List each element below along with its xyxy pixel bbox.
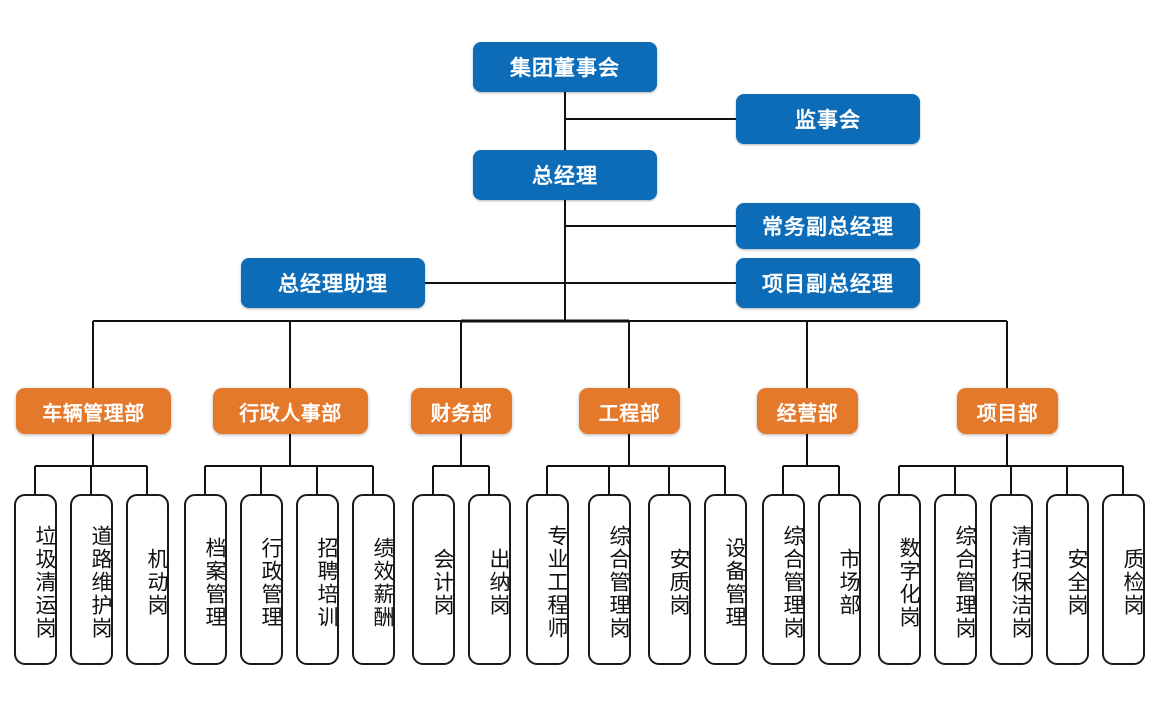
node-general-manager[interactable]: 总经理 — [473, 150, 657, 200]
node-position-quality-inspection[interactable]: 质检岗 — [1102, 494, 1145, 665]
node-position-admin-management[interactable]: 行政管理 — [240, 494, 283, 665]
node-position-cashier[interactable]: 出纳岗 — [468, 494, 511, 665]
node-position-garbage-transport[interactable]: 垃圾清运岗 — [14, 494, 57, 665]
node-general-manager-assistant[interactable]: 总经理助理 — [241, 258, 425, 308]
node-position-project-general-admin[interactable]: 综合管理岗 — [934, 494, 977, 665]
node-project-vice-general-manager[interactable]: 项目副总经理 — [736, 258, 920, 308]
node-dept-project[interactable]: 项目部 — [957, 388, 1058, 434]
node-dept-admin-hr[interactable]: 行政人事部 — [213, 388, 368, 434]
node-position-professional-engineer[interactable]: 专业工程师 — [526, 494, 569, 665]
node-position-engineering-general-admin[interactable]: 综合管理岗 — [588, 494, 631, 665]
node-position-safety[interactable]: 安全岗 — [1046, 494, 1089, 665]
node-position-recruit-training[interactable]: 招聘培训 — [296, 494, 339, 665]
node-position-operations-general-admin[interactable]: 综合管理岗 — [762, 494, 805, 665]
node-board[interactable]: 集团董事会 — [473, 42, 657, 92]
node-position-accounting[interactable]: 会计岗 — [412, 494, 455, 665]
node-position-digitalization[interactable]: 数字化岗 — [878, 494, 921, 665]
node-position-mobile-duty[interactable]: 机动岗 — [126, 494, 169, 665]
node-supervisory-board[interactable]: 监事会 — [736, 94, 920, 144]
node-position-market-dept[interactable]: 市场部 — [818, 494, 861, 665]
node-dept-engineering[interactable]: 工程部 — [579, 388, 680, 434]
node-dept-vehicle-management[interactable]: 车辆管理部 — [16, 388, 171, 434]
node-dept-operations[interactable]: 经营部 — [757, 388, 858, 434]
node-position-equipment-management[interactable]: 设备管理 — [704, 494, 747, 665]
node-position-road-maintenance[interactable]: 道路维护岗 — [70, 494, 113, 665]
node-position-performance-pay[interactable]: 绩效薪酬 — [352, 494, 395, 665]
node-position-archive-management[interactable]: 档案管理 — [184, 494, 227, 665]
node-executive-vice-general-manager[interactable]: 常务副总经理 — [736, 203, 920, 249]
node-dept-finance[interactable]: 财务部 — [411, 388, 512, 434]
node-position-cleaning[interactable]: 清扫保洁岗 — [990, 494, 1033, 665]
node-position-safety-quality[interactable]: 安质岗 — [648, 494, 691, 665]
